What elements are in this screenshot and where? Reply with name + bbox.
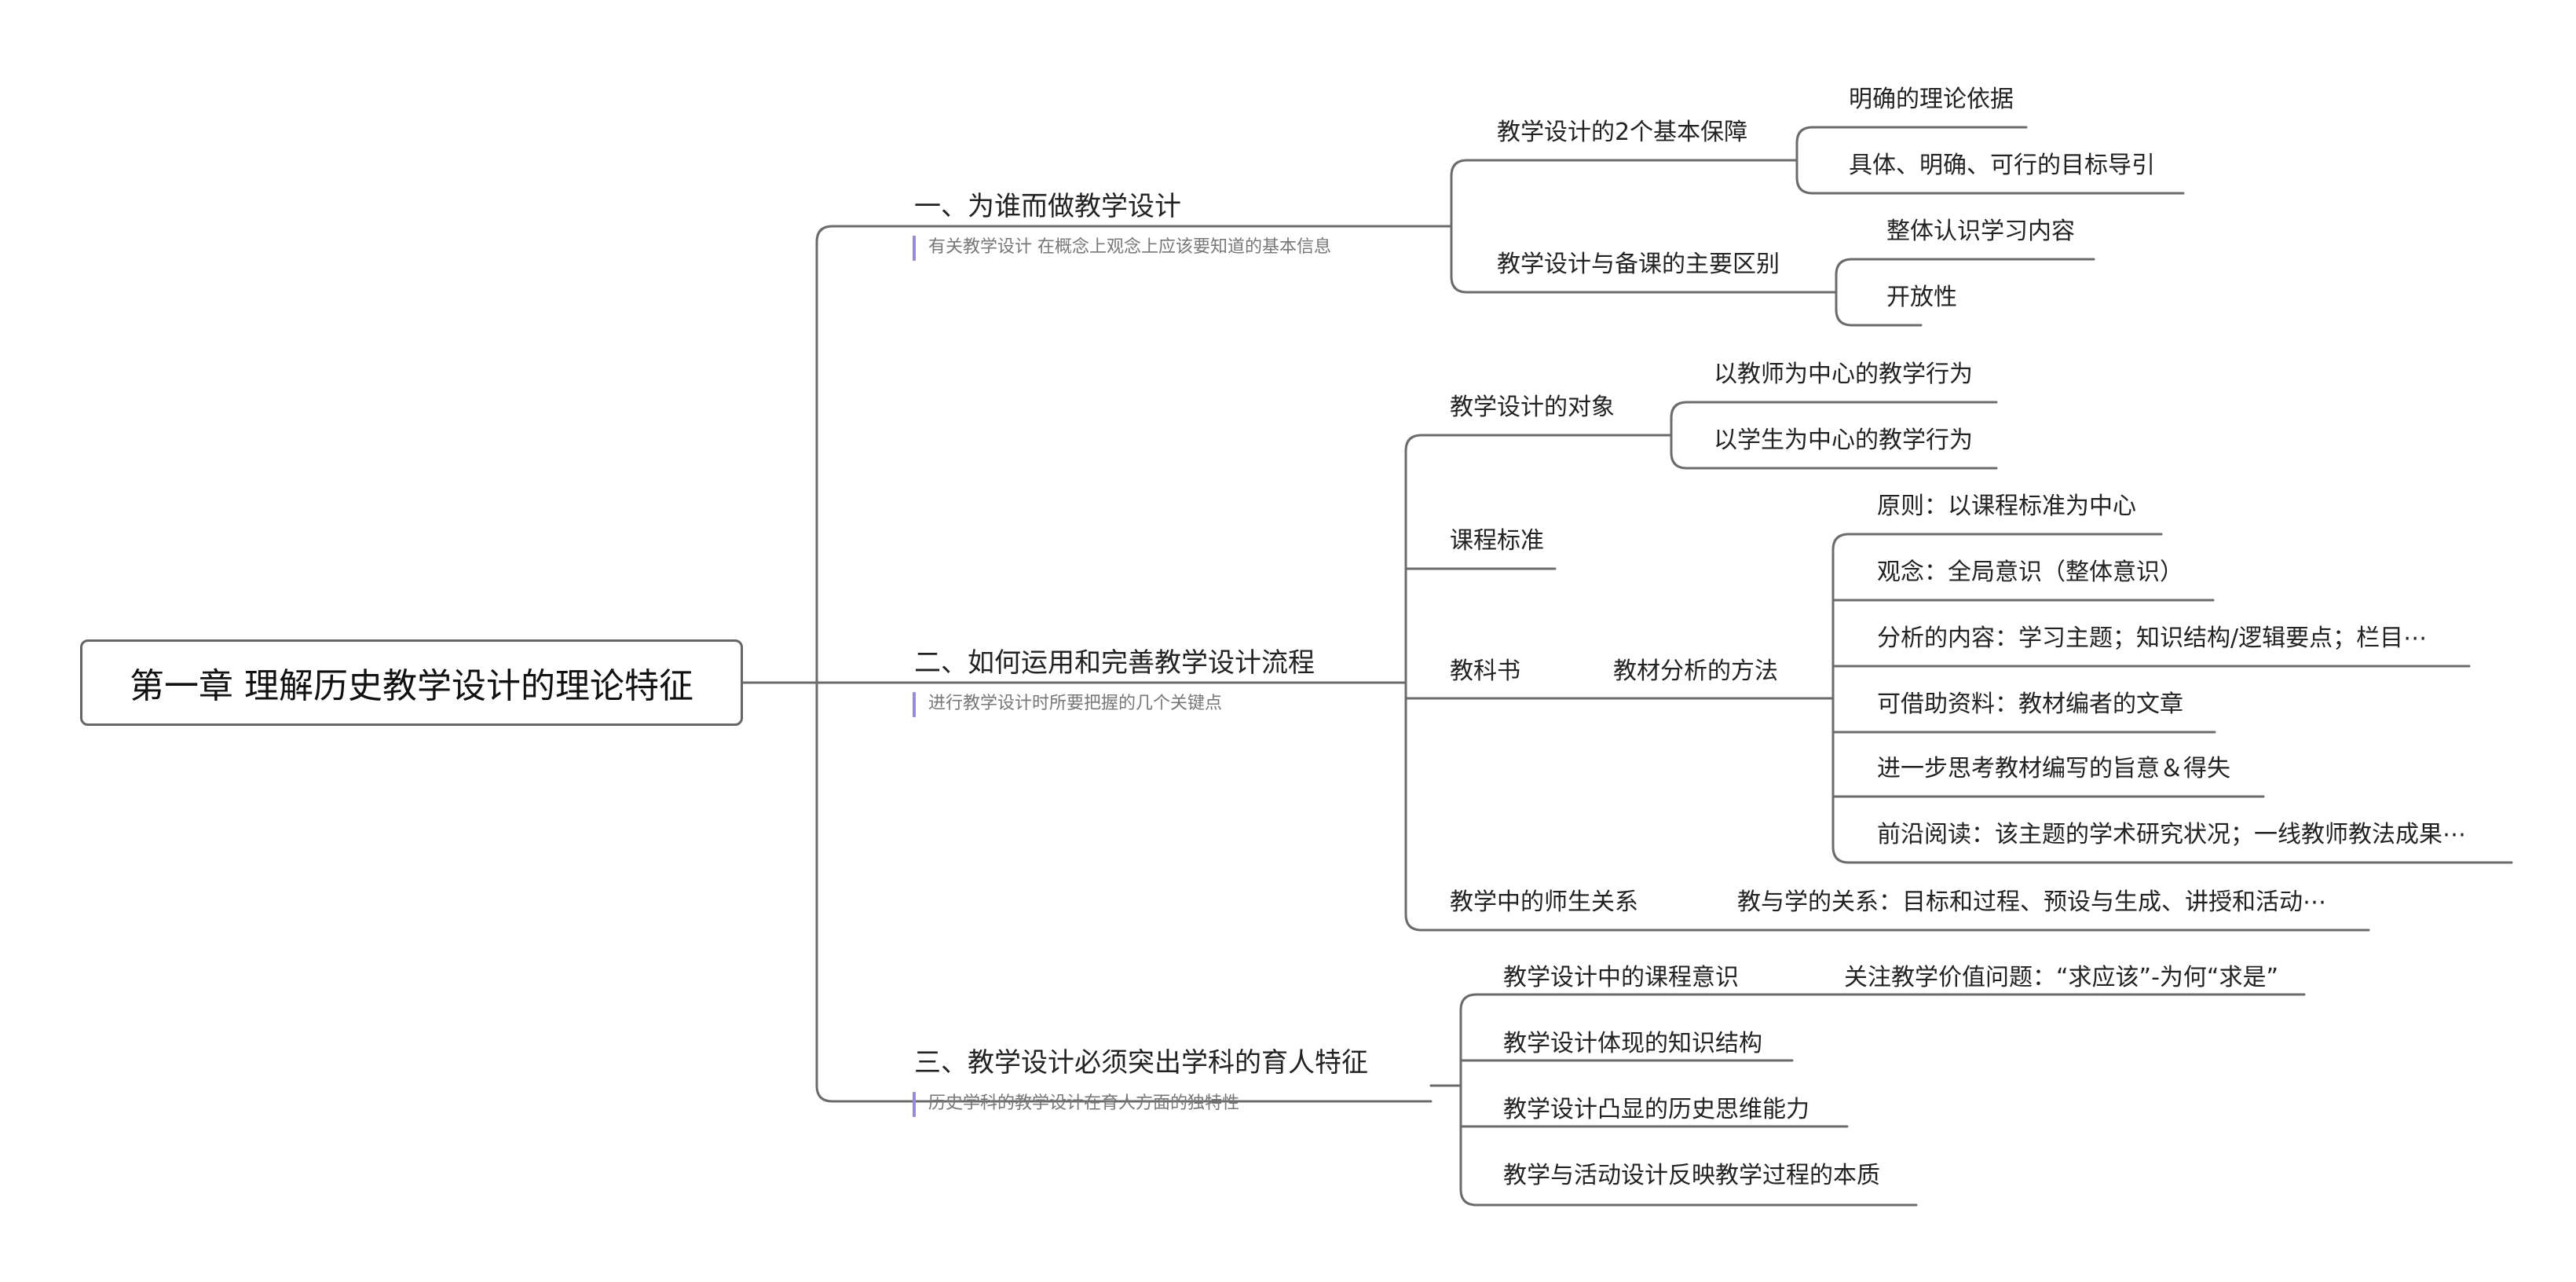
b1-c1-leaf-1[interactable]: 明确的理论依据 (1849, 86, 2014, 113)
root-title: 第一章 理解历史教学设计的理论特征 (130, 666, 693, 706)
b2-c1-leaf-2[interactable]: 以学生为中心的教学行为 (1714, 427, 1973, 454)
b3-child-3[interactable]: 教学设计凸显的历史思维能力 (1503, 1096, 1809, 1123)
connector-b2-sub (1831, 533, 2513, 864)
connector-root-vertical (815, 225, 887, 1103)
b1-child-2[interactable]: 教学设计与备课的主要区别 (1497, 251, 1780, 278)
connector-b1-vertical (1450, 159, 1838, 294)
b3-child-4[interactable]: 教学与活动设计反映教学过程的本质 (1503, 1162, 1880, 1189)
b2-c1-leaf-1[interactable]: 以教师为中心的教学行为 (1714, 361, 1973, 388)
b1-c1-leaf-2[interactable]: 具体、明确、可行的目标导引 (1849, 152, 2155, 179)
branch-1-title[interactable]: 一、为谁而做教学设计 (914, 191, 1181, 222)
branch-3-note: 历史学科的教学设计在育人方面的独特性 (913, 1092, 1239, 1117)
root-node[interactable]: 第一章 理解历史教学设计的理论特征 (80, 639, 743, 726)
connector-b1-c2 (1835, 258, 2095, 327)
b1-c2-leaf-1[interactable]: 整体认识学习内容 (1886, 218, 2075, 245)
connector-b1-c1 (1795, 126, 2185, 195)
connector-b2-vertical (1404, 434, 1835, 932)
b3-child-2[interactable]: 教学设计体现的知识结构 (1503, 1030, 1762, 1057)
branch-1-note: 有关教学设计 在概念上观念上应该要知道的基本信息 (913, 236, 1331, 261)
b2-sub-leaf-5[interactable]: 进一步思考教材编写的旨意＆得失 (1877, 755, 2230, 782)
b2-child-4[interactable]: 教学中的师生关系 (1450, 888, 1638, 916)
b2-c3-sub[interactable]: 教材分析的方法 (1613, 657, 1778, 685)
branch-2-title[interactable]: 二、如何运用和完善教学设计流程 (914, 647, 1315, 679)
branch-2-note: 进行教学设计时所要把握的几个关键点 (913, 692, 1222, 717)
b2-sub-leaf-2[interactable]: 观念：全局意识（整体意识） (1877, 559, 2183, 586)
b3-child-1[interactable]: 教学设计中的课程意识 (1503, 964, 1739, 991)
b2-child-1[interactable]: 教学设计的对象 (1450, 394, 1615, 421)
connector-b3 (884, 1084, 1462, 1103)
b1-c2-leaf-2[interactable]: 开放性 (1886, 284, 1957, 311)
b3-c1-leaf-1[interactable]: 关注教学价值问题：“求应该”-为何“求是” (1844, 964, 2278, 991)
b2-sub-leaf-4[interactable]: 可借助资料：教材编者的文章 (1877, 690, 2183, 718)
b1-child-1[interactable]: 教学设计的2个基本保障 (1497, 119, 1748, 146)
b2-child-3[interactable]: 教科书 (1450, 657, 1520, 685)
b2-sub-leaf-1[interactable]: 原则：以课程标准为中心 (1877, 493, 2136, 520)
b2-sub-leaf-3[interactable]: 分析的内容：学习主题；知识结构/逻辑要点；栏目⋯ (1877, 625, 2428, 652)
b2-sub-leaf-6[interactable]: 前沿阅读：该主题的学术研究状况；一线教师教法成果⋯ (1877, 821, 2466, 848)
b2-child-2[interactable]: 课程标准 (1450, 527, 1544, 555)
branch-3-title[interactable]: 三、教学设计必须突出学科的育人特征 (914, 1047, 1368, 1079)
connector-b3-vertical (1459, 993, 2306, 1207)
b2-c4-leaf-1[interactable]: 教与学的关系：目标和过程、预设与生成、讲授和活动⋯ (1737, 888, 2326, 916)
connector-b2-c1 (1670, 401, 1998, 470)
